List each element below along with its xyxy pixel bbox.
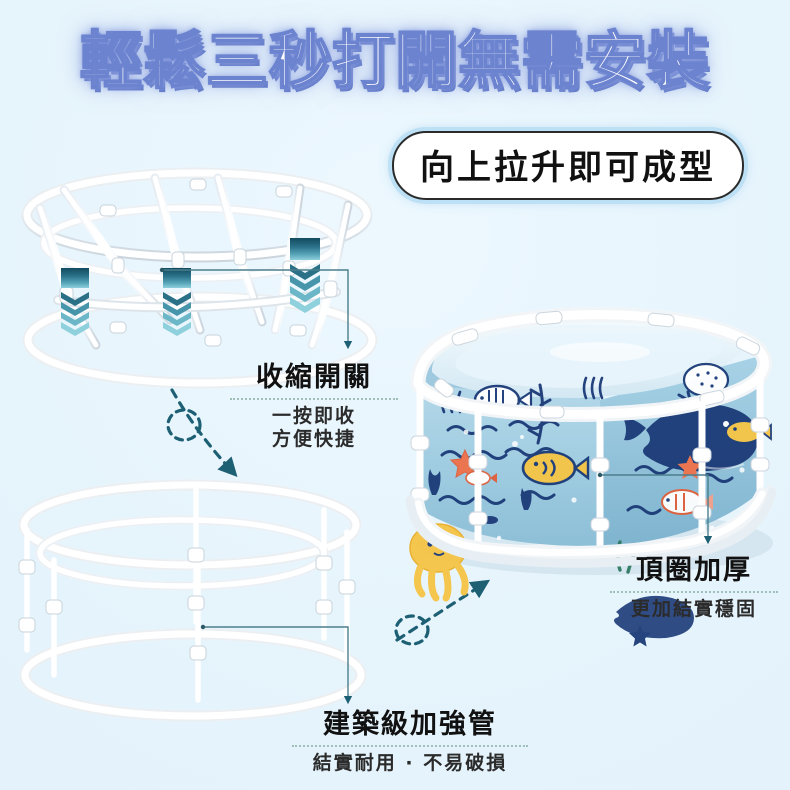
subtitle-pill: 向上拉升即可成型 — [392, 131, 744, 200]
callout-divider — [230, 398, 398, 400]
collapse-arrow-marker — [61, 238, 320, 336]
figure-frame-collapsed — [27, 173, 372, 383]
callout-divider — [610, 591, 778, 593]
leader-arrow-icon-collapse — [159, 267, 353, 350]
callout-title-reinforced-tube: 建築級加強管 — [323, 709, 497, 740]
leader-arrow-icon-tube — [200, 624, 353, 705]
curved-dashed-arrow-icon-2 — [396, 579, 491, 644]
callout-sub-line-1: 更加結實穩固 — [630, 598, 757, 620]
figure-pool-assembled — [410, 311, 773, 647]
callout-reinforced-tube: 建築級加強管 結實耐用 · 不易破損 — [290, 702, 530, 775]
callout-sub-line-2: 方便快捷 — [271, 428, 356, 451]
callout-title-thick-top-ring: 頂圈加厚 — [636, 555, 752, 586]
callout-collapse-switch: 收縮開關 一按即收 方便快捷 — [228, 355, 400, 451]
callout-divider — [292, 745, 528, 747]
leader-arrow-icon-ring — [597, 472, 713, 545]
callout-title-collapse-switch: 收縮開關 — [256, 362, 372, 393]
callout-sub-line-1: 結實耐用 · 不易破損 — [312, 752, 508, 774]
page-title: 輕鬆三秒打開無需安裝 — [79, 24, 710, 97]
figure-frame-extended — [19, 485, 361, 716]
curved-dashed-arrow-icon-1 — [168, 390, 238, 478]
callout-thick-top-ring: 頂圈加厚 更加結實穩固 — [608, 548, 780, 621]
callout-sub-line-1: 一按即收 — [271, 405, 356, 427]
